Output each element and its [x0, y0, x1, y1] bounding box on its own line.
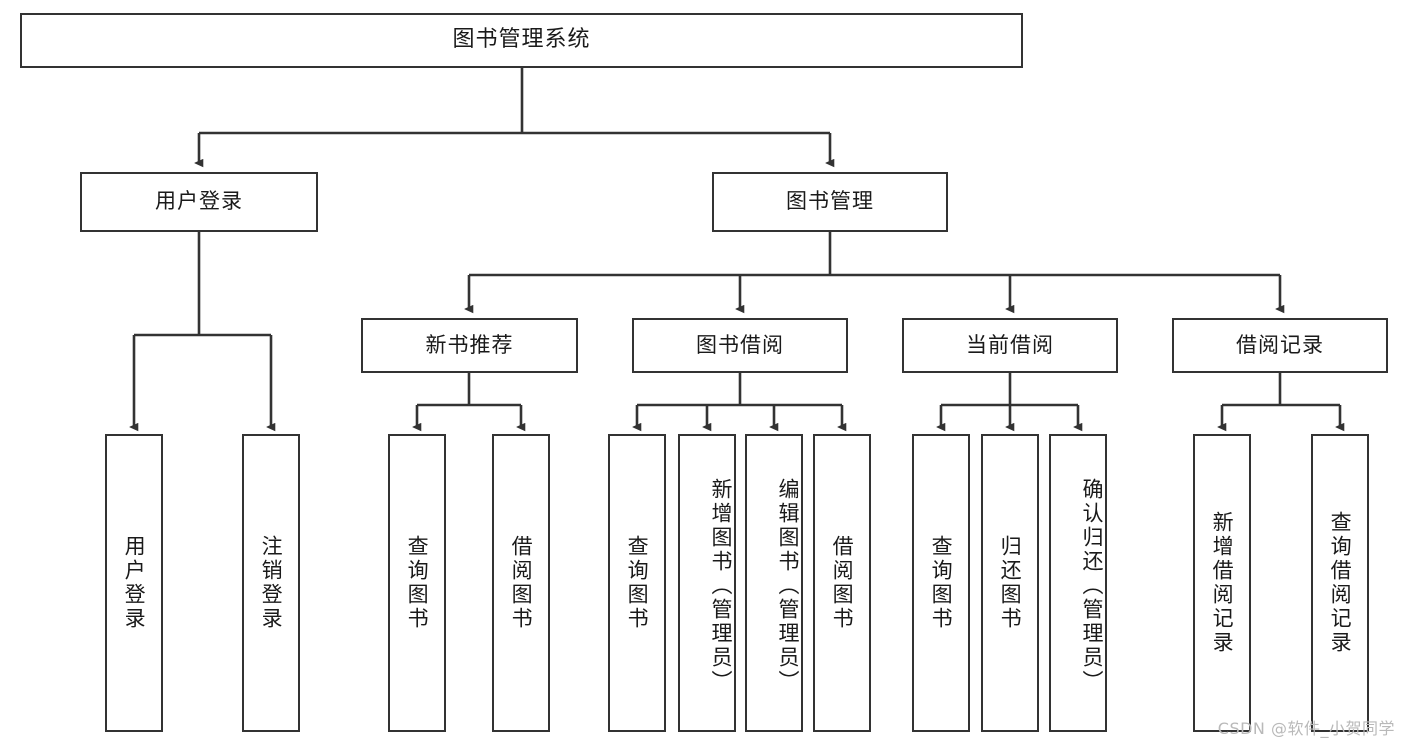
node-leaf-borrow-book-1[interactable]: 借阅图书: [492, 434, 550, 732]
node-leaf-add-record[interactable]: 新增借阅记录: [1193, 434, 1251, 732]
node-book-borrow[interactable]: 图书借阅: [632, 318, 848, 373]
node-new-book-recommend[interactable]: 新书推荐: [361, 318, 578, 373]
node-leaf-user-login[interactable]: 用户登录: [105, 434, 163, 732]
node-leaf-return-book[interactable]: 归还图书: [981, 434, 1039, 732]
node-current-borrow[interactable]: 当前借阅: [902, 318, 1118, 373]
node-leaf-query-book-3[interactable]: 查询图书: [912, 434, 970, 732]
node-leaf-logout-login[interactable]: 注销登录: [242, 434, 300, 732]
node-leaf-query-record[interactable]: 查询借阅记录: [1311, 434, 1369, 732]
node-root-book-management-system[interactable]: 图书管理系统: [20, 13, 1023, 68]
node-leaf-query-book-1[interactable]: 查询图书: [388, 434, 446, 732]
csdn-watermark: CSDN @软件_小贺同学: [1217, 719, 1395, 738]
node-borrow-record[interactable]: 借阅记录: [1172, 318, 1388, 373]
node-leaf-add-book[interactable]: 新增图书（管理员）: [678, 434, 736, 732]
node-user-login[interactable]: 用户登录: [80, 172, 318, 232]
node-leaf-query-book-2[interactable]: 查询图书: [608, 434, 666, 732]
node-leaf-confirm-return[interactable]: 确认归还（管理员）: [1049, 434, 1107, 732]
node-book-management[interactable]: 图书管理: [712, 172, 948, 232]
node-leaf-borrow-book-2[interactable]: 借阅图书: [813, 434, 871, 732]
node-leaf-edit-book[interactable]: 编辑图书（管理员）: [745, 434, 803, 732]
